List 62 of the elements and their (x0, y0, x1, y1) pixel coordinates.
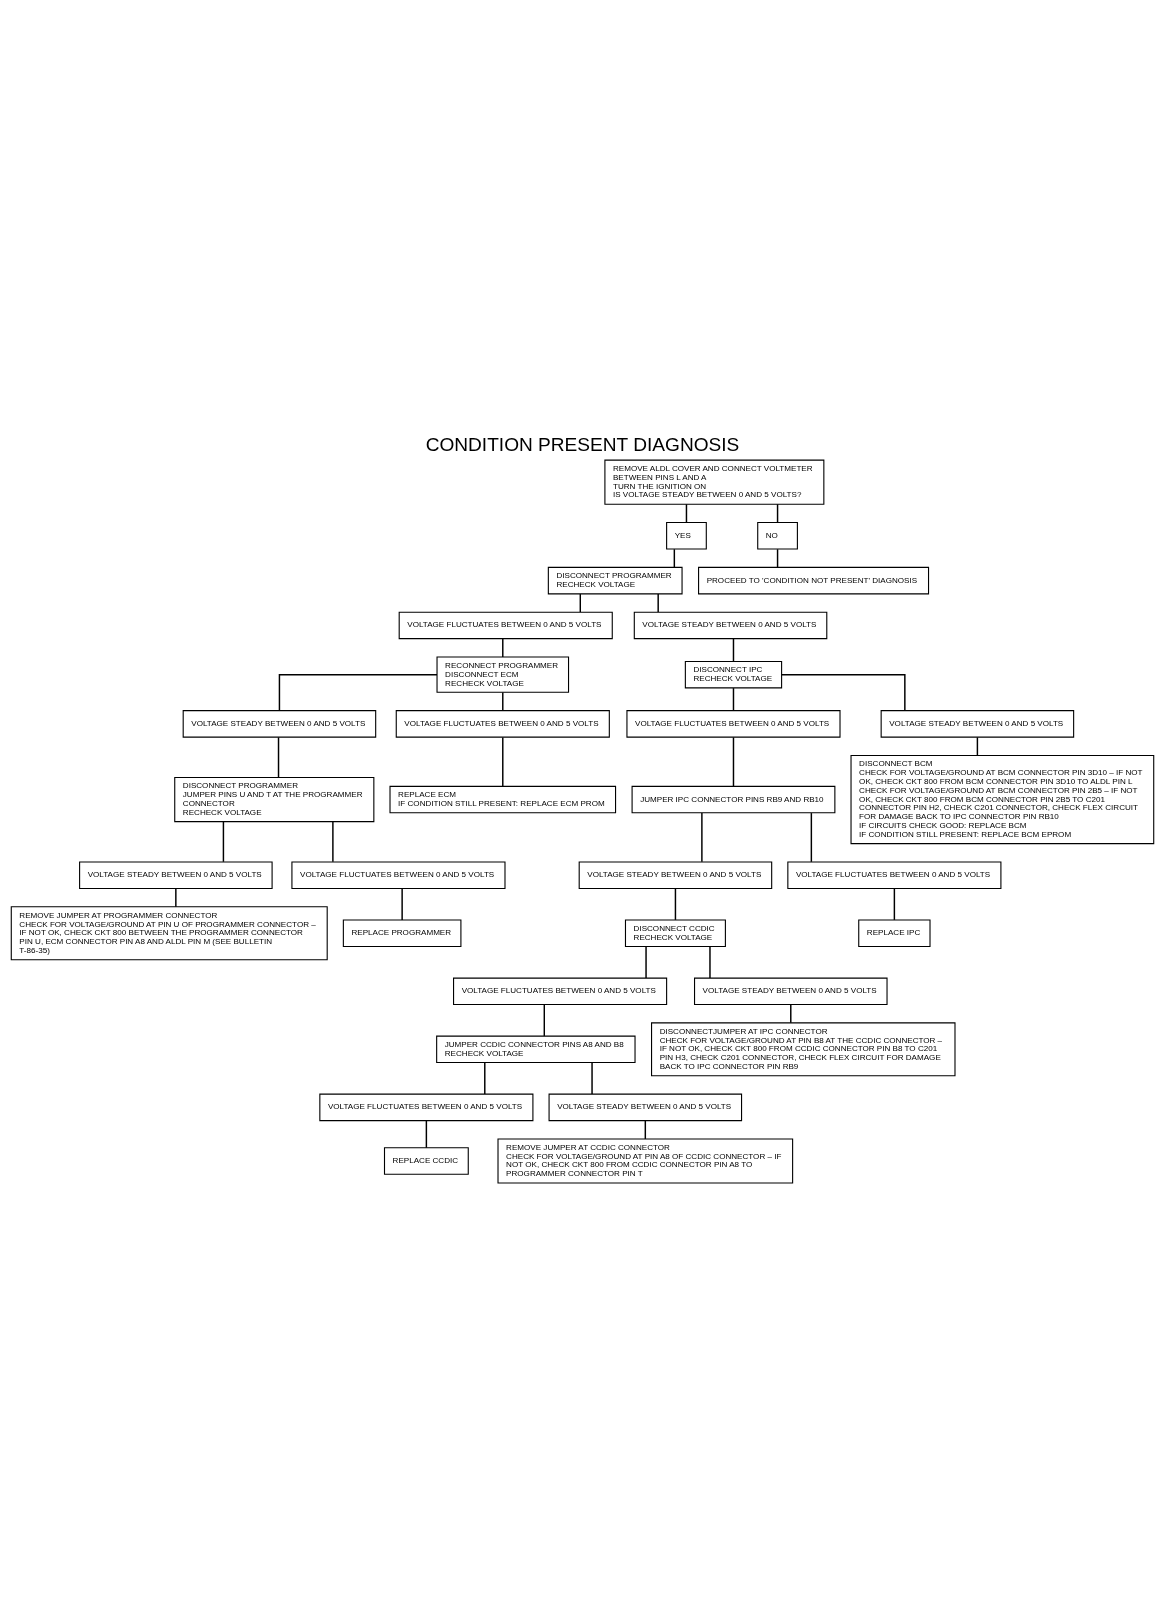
node-box: JUMPER IPC CONNECTOR PINS RB9 AND RB10 (631, 785, 836, 813)
node-box: VOLTAGE FLUCTUATES BETWEEN 0 AND 5 VOLTS (787, 860, 1002, 889)
node-box: VOLTAGE STEADY BETWEEN 0 AND 5 VOLTS (548, 1093, 743, 1121)
node-box: VOLTAGE STEADY BETWEEN 0 AND 5 VOLTS (694, 977, 888, 1005)
node-box: VOLTAGE FLUCTUATES BETWEEN 0 AND 5 VOLTS (395, 709, 610, 738)
node-box: VOLTAGE FLUCTUATES BETWEEN 0 AND 5 VOLTS (319, 1093, 534, 1121)
connector (732, 736, 735, 787)
connector (732, 637, 735, 662)
connector (657, 592, 659, 613)
node-box: JUMPER CCDIC CONNECTOR PINS A8 AND B8 RECHECK VOLTAGE (436, 1035, 636, 1063)
node-box: NO (757, 521, 798, 550)
connector (175, 887, 177, 907)
node-box: DISCONNECT PROGRAMMER RECHECK VOLTAGE (547, 566, 683, 594)
connector (332, 820, 334, 862)
node-box: VOLTAGE STEADY BETWEEN 0 AND 5 VOLTS (79, 860, 273, 889)
node-box: DISCONNECT BCM CHECK FOR VOLTAGE/GROUND AT BCM CONNECTOR PIN 3D10 – IF NOT OK, CHECK CKT 800 FROM BCM CONNECTOR PIN 3D10 TO ALDL PIN L CHECK FOR VOLTAGE/GROUND AT BCM CONNECTOR PIN 2B5 – IF NOT OK, CHECK CKT 800 FROM BCM CONNECTOR PIN 2B5 TO C201 CONNECTOR PIN H2, CHECK C201 CONNECTOR, CHECK FLEX CIRCUIT FOR DAMAGE BACK TO IPC CONNECTOR PIN RB10 IF CIRCUITS CHECK GOOD: REPLACE BCM IF CONDITION STILL PRESENT: REPLACE BCM EPROM (850, 754, 1155, 844)
node-box: DISCONNECT CCDIC RECHECK VOLTAGE (624, 919, 726, 947)
connector (732, 686, 735, 711)
connector (502, 691, 504, 711)
connector (591, 1061, 593, 1095)
connector (484, 1061, 486, 1095)
connector (502, 736, 504, 787)
connector (502, 637, 504, 658)
connector (701, 811, 703, 863)
node-box: REPLACE ECM IF CONDITION STILL PRESENT: REPLACE ECM PROM (389, 785, 617, 813)
connector (222, 820, 225, 862)
node-box: PROCEED TO 'CONDITION NOT PRESENT' DIAGNOSIS (698, 566, 930, 594)
node-box: REPLACE IPC (858, 919, 931, 947)
node-box: REMOVE JUMPER AT CCDIC CONNECTOR CHECK FOR VOLTAGE/GROUND AT PIN A8 OF CCDIC CONNECTOR – IF NOT OK, CHECK CKT 800 FROM CCDIC CONNECTOR PIN A8 TO PROGRAMMER CONNECTOR PIN T (497, 1137, 794, 1184)
node-box: VOLTAGE STEADY BETWEEN 0 AND 5 VOLTS (880, 709, 1075, 738)
connector (709, 945, 711, 979)
connector (644, 1119, 647, 1140)
node-box: VOLTAGE STEADY BETWEEN 0 AND 5 VOLTS (578, 860, 773, 889)
node-box: VOLTAGE FLUCTUATES BETWEEN 0 AND 5 VOLTS (626, 709, 841, 738)
connector (674, 887, 677, 921)
connector (893, 887, 896, 921)
connector (685, 503, 688, 523)
connector (401, 887, 403, 921)
node-box: DISCONNECT PROGRAMMER JUMPER PINS U AND T AT THE PROGRAMMER CONNECTOR RECHECK VOLTAGE (174, 776, 375, 822)
diagram-title: CONDITION PRESENT DIAGNOSIS (425, 433, 740, 455)
node-box: REPLACE CCDIC (383, 1146, 469, 1175)
node-box: REMOVE ALDL COVER AND CONNECT VOLTMETER BETWEEN PINS L AND A TURN THE IGNITION ON IS VOLTAGE STEADY BETWEEN 0 AND 5 VOLTS? (604, 459, 825, 505)
connector (278, 673, 438, 711)
node-box: REPLACE PROGRAMMER (342, 919, 462, 947)
connector (776, 503, 779, 523)
node-box: DISCONNECTJUMPER AT IPC CONNECTOR CHECK FOR VOLTAGE/GROUND AT PIN B8 AT THE CCDIC CONNECTOR – IF NOT OK, CHECK CKT 800 FROM CCDIC CONNECTOR PIN B8 TO C201 PIN H3, CHECK C201 CONNECTOR, CHECK FLEX CIRCUIT FOR DAMAGE BACK TO IPC CONNECTOR PIN RB9 (651, 1021, 956, 1076)
connector (810, 811, 813, 863)
node-box: VOLTAGE STEADY BETWEEN 0 AND 5 VOLTS (633, 611, 828, 639)
connector (543, 1003, 546, 1037)
node-box: DISCONNECT IPC RECHECK VOLTAGE (684, 660, 783, 688)
node-box: VOLTAGE STEADY BETWEEN 0 AND 5 VOLTS (182, 709, 377, 738)
connector (780, 673, 906, 711)
connector (645, 945, 647, 979)
node-box: VOLTAGE FLUCTUATES BETWEEN 0 AND 5 VOLTS (453, 977, 668, 1005)
node-box: VOLTAGE FLUCTUATES BETWEEN 0 AND 5 VOLTS (291, 860, 506, 889)
node-box: REMOVE JUMPER AT PROGRAMMER CONNECTOR CHECK FOR VOLTAGE/GROUND AT PIN U OF PROGRAMMER CONNECTOR – IF NOT OK, CHECK CKT 800 BETWEEN THE PROGRAMMER CONNECTOR PIN U, ECM CONNECTOR PIN A8 AND ALDL PIN M (SEE BULLETIN T-86-35) (10, 905, 328, 960)
connector (790, 1003, 792, 1023)
node-box: VOLTAGE FLUCTUATES BETWEEN 0 AND 5 VOLTS (398, 611, 613, 639)
connector (277, 736, 280, 778)
connector (425, 1119, 428, 1148)
node-box: RECONNECT PROGRAMMER DISCONNECT ECM RECHECK VOLTAGE (436, 655, 570, 693)
node-box: YES (666, 521, 707, 550)
